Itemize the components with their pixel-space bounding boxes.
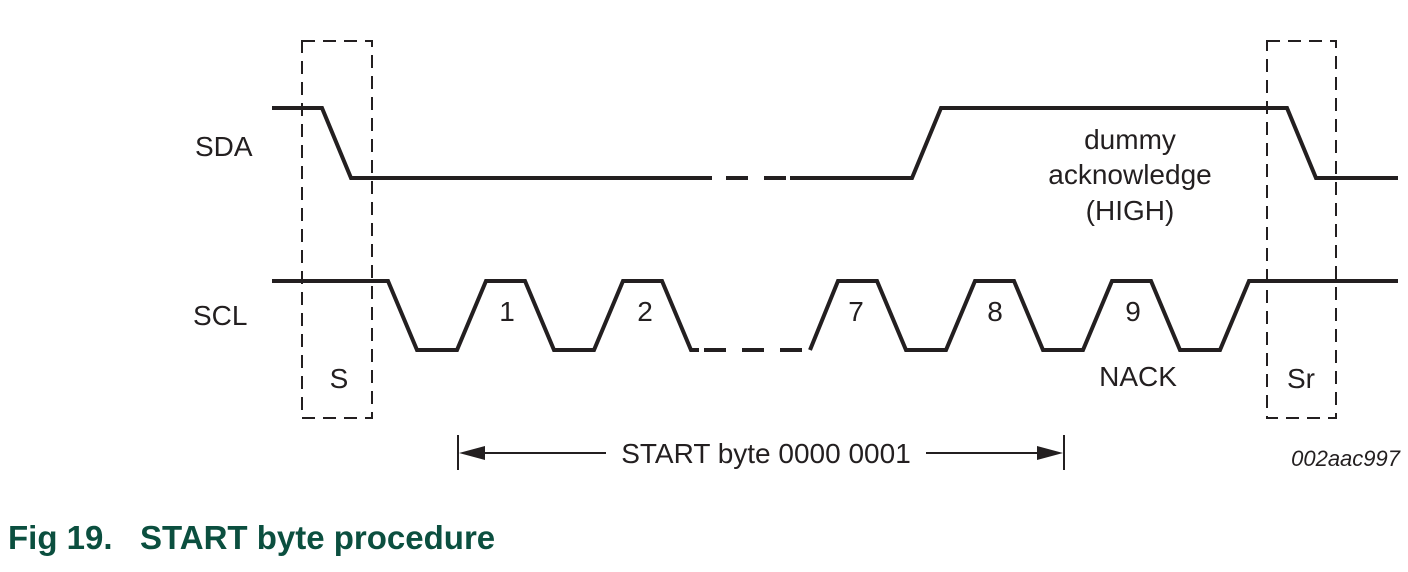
start-byte-timing-diagram: SDA SCL 1 2 7 8 9 S Sr NACK dummy acknow… [193,40,1401,471]
sda-waveform-start [272,106,712,180]
clock-pulse-label: 7 [848,296,864,327]
clock-pulse-label: 8 [987,296,1003,327]
figure-number: Fig 19. [8,519,113,556]
dummy-acknowledge-line2: acknowledge [1048,159,1211,190]
figure-id: 002aac997 [1291,446,1401,471]
scl-label: SCL [193,300,247,331]
clock-pulse-label: 9 [1125,296,1141,327]
dummy-acknowledge-line3: (HIGH) [1086,195,1175,226]
span-arrow-right [1037,446,1063,460]
start-condition-label: S [330,363,349,394]
start-condition-box [301,40,373,419]
sda-waveform-end [790,106,1398,180]
span-arrow-left [459,446,485,460]
scl-waveform-start [272,279,699,352]
nack-label: NACK [1099,361,1177,392]
dummy-acknowledge-line1: dummy [1084,124,1176,155]
clock-pulse-label: 1 [499,296,515,327]
repeated-start-condition-box [1266,40,1337,419]
start-byte-span-label: START byte 0000 0001 [621,438,911,469]
sda-label: SDA [195,131,253,162]
repeated-start-condition-label: Sr [1287,363,1315,394]
clock-pulse-label: 2 [637,296,653,327]
figure-caption: Fig 19. START byte procedure [8,519,495,557]
figure-title: START byte procedure [140,519,496,556]
scl-waveform-end [808,279,1398,352]
